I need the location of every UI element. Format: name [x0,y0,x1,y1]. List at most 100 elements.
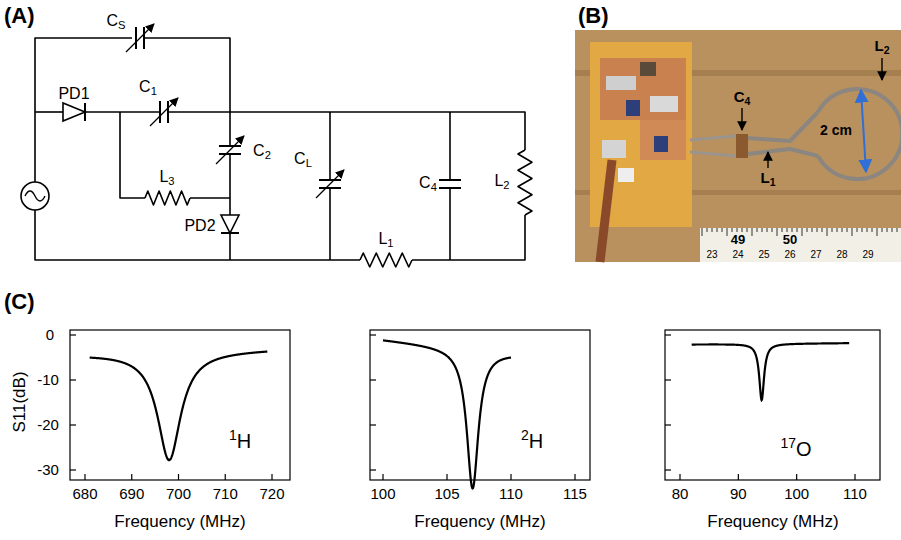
y-tick [70,469,76,470]
capacitor-plate [219,145,241,147]
capacitor-plate [135,27,137,49]
component-label: PD2 [184,217,215,235]
nucleus-label: 2H [521,428,543,452]
y-tick [370,379,376,380]
ruler-tick [752,228,753,236]
loop-wire [748,149,818,156]
y-tick-label: -20 [37,417,59,434]
ruler-tick [847,228,848,232]
ruler-number: 27 [810,249,821,260]
x-tick-label: 115 [563,486,587,503]
x-tick-label: 100 [370,486,395,503]
lead-wire [690,152,736,156]
x-tick-label: 690 [119,486,144,503]
diode-symbol [63,103,85,121]
inductor-symbol [360,253,412,267]
trimmer-part [618,168,634,182]
ac-source-wave [25,191,45,201]
x-tick-label: 110 [499,486,523,503]
ruler-tick [777,228,778,236]
ac-source [21,182,49,210]
ruler-number: 49 [731,233,745,247]
ruler-tick [887,228,888,232]
ruler [700,228,901,262]
wire [120,112,145,198]
ruler-tick [817,228,818,232]
lead-wire [690,136,736,140]
photo-callout: L2 [874,38,889,56]
ruler-tick [832,228,833,232]
x-tick-label: 80 [672,486,689,503]
ruler-tick [727,228,728,236]
component-label: L3 [159,168,174,187]
ruler-tick [772,228,773,232]
ruler-number: 29 [862,249,873,260]
wire [449,188,451,260]
inductor-symbol [145,191,190,205]
dimension-arrow [861,90,866,172]
ruler-tick [722,228,723,232]
dimension-label: 2 cm [820,123,852,138]
ruler-tick [822,228,823,232]
ruler-tick [707,228,708,232]
capacitor-part [640,62,656,76]
x-tick [738,474,739,480]
inductor-symbol [518,150,532,215]
s11-curve [383,340,511,488]
ruler-tick [857,228,858,232]
trimmer-part [654,136,668,152]
y-tick [70,424,76,425]
component-label: L1 [378,230,393,249]
wire [85,111,160,113]
ruler-tick [702,228,703,236]
y-tick [70,379,76,380]
component-label: PD1 [58,85,89,103]
wire [412,215,525,260]
ruler-tick [842,228,843,232]
ruler-tick [742,228,743,232]
y-tick-label: -10 [37,372,59,389]
ruler-tick [877,228,878,236]
s11-curve [90,352,268,461]
plot-frame [70,330,290,480]
ruler-tick [852,228,853,236]
y-tick-label: -30 [37,462,59,479]
panel-letter: (A) [4,4,35,28]
component-label: CS [106,12,125,31]
ruler-tick [712,228,713,232]
y-tick [665,334,671,335]
wire [329,112,331,180]
wire [35,38,132,182]
wire [190,197,230,199]
ruler-number: 26 [784,249,795,260]
ruler-tick [797,228,798,232]
ruler-tick [767,228,768,232]
x-tick [271,474,272,480]
x-tick [131,474,132,480]
axis-title: Frequency (MHz) [114,513,245,532]
ruler-tick [802,228,803,236]
capacitor-c4-part [736,134,748,158]
x-tick [84,474,85,480]
trimmer-part [626,100,640,116]
ruler-tick [787,228,788,232]
ruler-tick [717,228,718,232]
ruler-number: 23 [706,249,717,260]
ruler-number: 25 [758,249,769,260]
y-tick [665,469,671,470]
component-label: C4 [419,174,437,193]
ruler-tick [867,228,868,232]
x-tick [178,474,179,480]
y-tick [370,469,376,470]
copper-pad [600,58,686,120]
s11-curve [692,343,850,400]
ruler-tick [747,228,748,232]
solder [602,140,626,158]
ruler-tick [812,228,813,232]
x-tick-label: 105 [434,486,459,503]
x-tick-label: 720 [259,486,284,503]
copper-pad [640,120,686,160]
ruler-tick [892,228,893,232]
x-tick-label: 680 [72,486,97,503]
y-tick [370,334,376,335]
